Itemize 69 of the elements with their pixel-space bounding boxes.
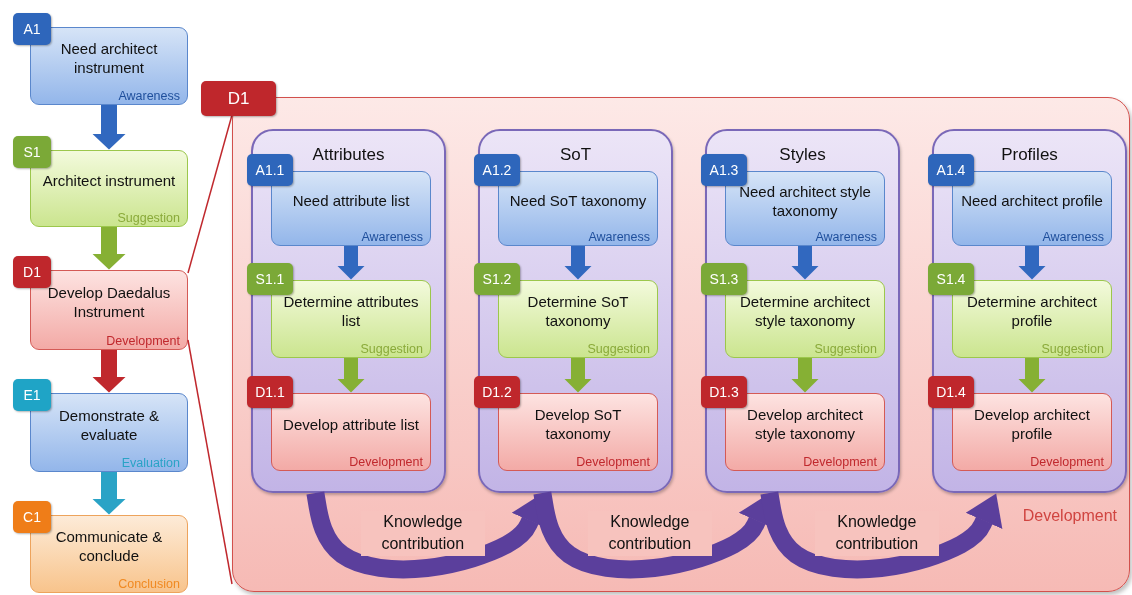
- step-badge: S1: [13, 136, 51, 168]
- phase-label: Suggestion: [814, 342, 877, 356]
- phase-label: Suggestion: [117, 211, 180, 225]
- phase-label: Suggestion: [1041, 342, 1104, 356]
- step-badge: D1: [13, 256, 51, 288]
- block-arrow: [791, 358, 819, 393]
- block-arrow: [92, 472, 126, 515]
- block-arrow: [1018, 358, 1046, 393]
- column-title: Styles: [778, 145, 827, 165]
- step-title: Determine architect style taxonomy: [738, 293, 872, 331]
- phase-label: Development: [349, 455, 423, 469]
- phase-label: Evaluation: [121, 456, 180, 470]
- block-arrow: [1018, 246, 1046, 280]
- phase-label: Suggestion: [360, 342, 423, 356]
- column-title: Attributes: [311, 145, 386, 165]
- step-badge: A1.3: [701, 154, 747, 186]
- step-badge: D1: [201, 81, 276, 116]
- connector-line: [187, 339, 233, 585]
- block-arrow: [564, 246, 592, 280]
- step-title: Develop architect profile: [973, 406, 1091, 444]
- phase-label: Awareness: [361, 230, 423, 244]
- phase-label: Suggestion: [587, 342, 650, 356]
- step-badge: S1.4: [928, 263, 974, 295]
- step-title: Need SoT taxonomy: [509, 192, 647, 211]
- step-title: Need architect instrument: [59, 40, 159, 78]
- phase-label: Awareness: [588, 230, 650, 244]
- connector-line: [187, 114, 233, 274]
- step-badge: D1.2: [474, 376, 520, 408]
- step-badge: S1.1: [247, 263, 293, 295]
- step-badge: D1.3: [701, 376, 747, 408]
- block-arrow: [791, 246, 819, 280]
- phase-label: Development: [106, 334, 180, 348]
- phase-label: Development: [576, 455, 650, 469]
- step-badge: A1.4: [928, 154, 974, 186]
- step-badge: S1.3: [701, 263, 747, 295]
- step-badge: D1.1: [247, 376, 293, 408]
- step-badge: A1: [13, 13, 51, 45]
- block-arrow: [92, 105, 126, 150]
- step-title: Need attribute list: [292, 192, 410, 211]
- step-title: Need architect profile: [961, 192, 1103, 211]
- step-badge: C1: [13, 501, 51, 533]
- step-title: Demonstrate & evaluate: [57, 406, 160, 445]
- phase-label: Awareness: [1042, 230, 1104, 244]
- block-arrow: [92, 227, 126, 270]
- step-title: Communicate & conclude: [54, 528, 164, 566]
- phase-label: Development: [1030, 455, 1104, 469]
- step-title: Develop SoT taxonomy: [533, 406, 623, 444]
- phase-label: Development: [1022, 507, 1117, 525]
- step-title: Architect instrument: [42, 172, 176, 191]
- phase-label: Development: [803, 455, 877, 469]
- block-arrow: [337, 246, 365, 280]
- step-badge: S1.2: [474, 263, 520, 295]
- step-badge: E1: [13, 379, 51, 411]
- step-title: Determine architect profile: [965, 293, 1099, 331]
- phase-label: Awareness: [118, 89, 180, 103]
- column-title: Profiles: [1000, 145, 1059, 165]
- step-title: Determine SoT taxonomy: [526, 293, 630, 331]
- phase-label: Conclusion: [118, 577, 180, 591]
- step-title: Develop attribute list: [283, 415, 419, 435]
- block-arrow: [92, 350, 126, 393]
- block-arrow: [337, 358, 365, 393]
- step-badge: A1.2: [474, 154, 520, 186]
- step-badge: A1.1: [247, 154, 293, 186]
- step-badge: D1.4: [928, 376, 974, 408]
- step-title: Determine attributes list: [282, 293, 420, 331]
- step-title: Develop architect style taxonomy: [746, 406, 864, 444]
- phase-label: Awareness: [815, 230, 877, 244]
- column-title: SoT: [558, 145, 593, 165]
- block-arrow: [564, 358, 592, 393]
